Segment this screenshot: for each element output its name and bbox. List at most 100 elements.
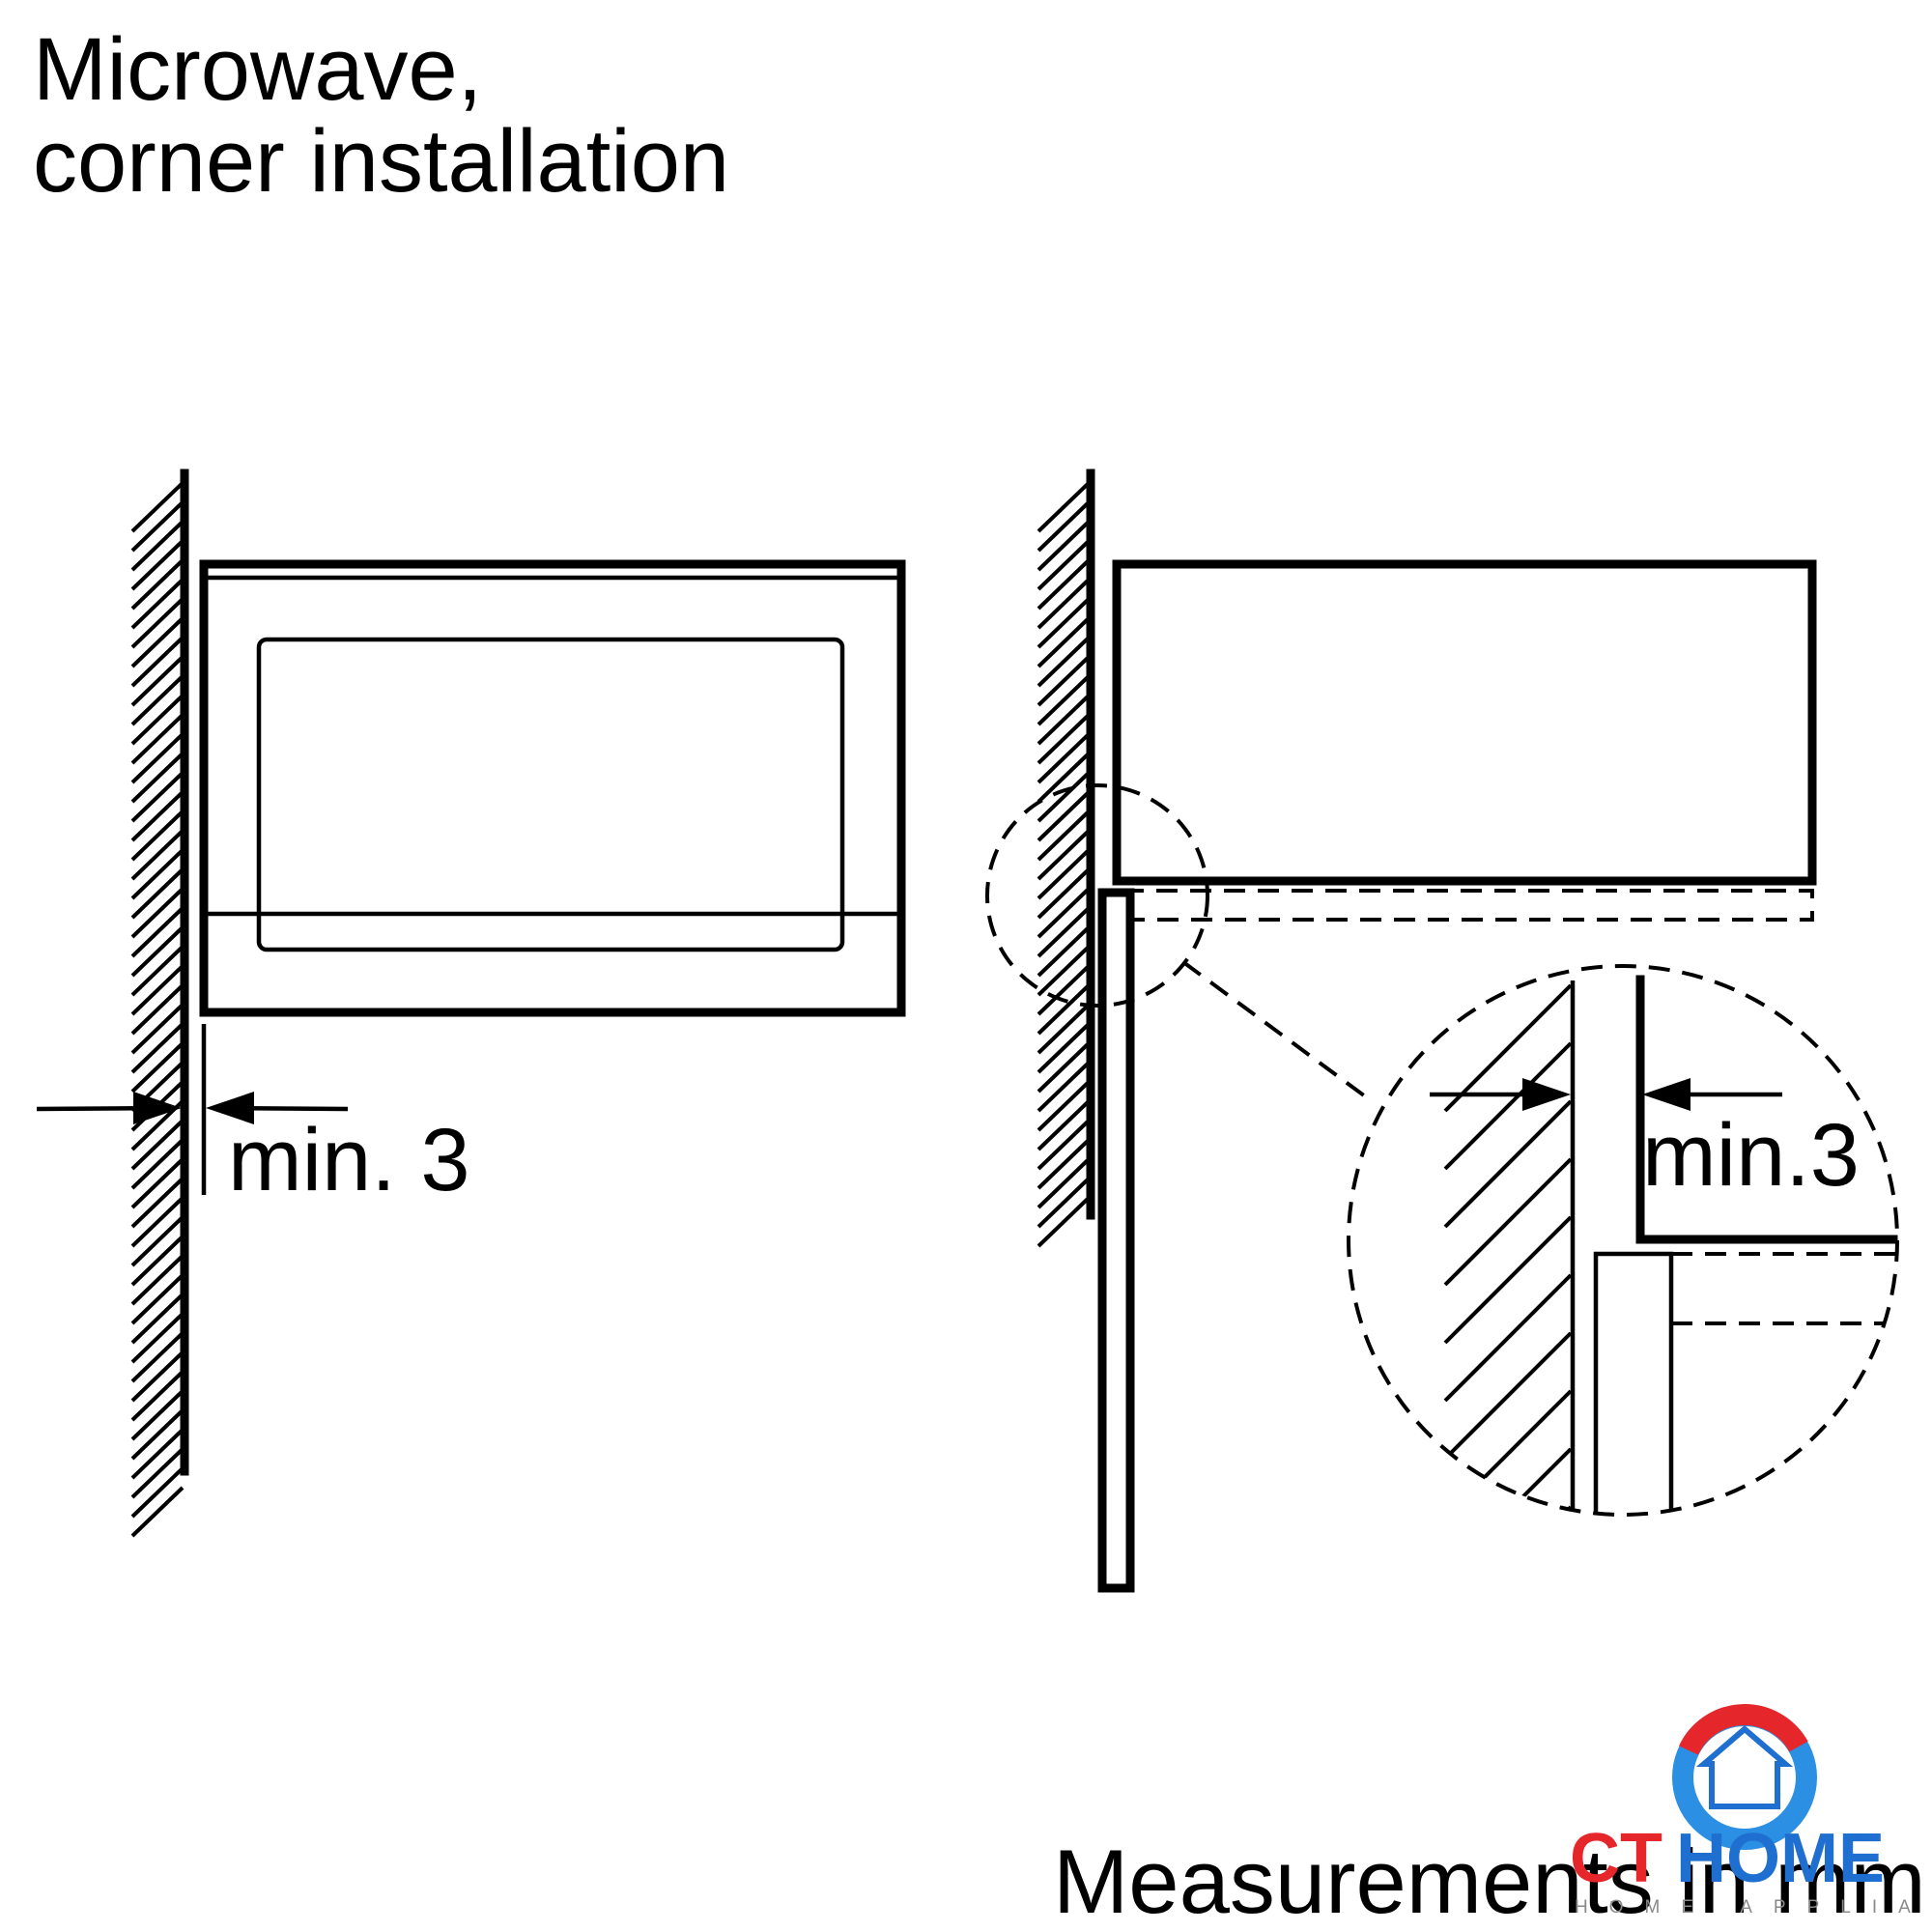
hatch-line: [130, 925, 185, 978]
detail-view: min.3: [1347, 964, 1899, 1517]
detail-wall-hatching: [1443, 983, 1573, 1515]
hatch-line: [1443, 1157, 1573, 1287]
hatch-line: [130, 771, 185, 823]
detail-leader-line: [1181, 960, 1374, 1103]
microwave-front-body: [199, 559, 906, 1017]
hatch-line: [130, 867, 185, 920]
hatch-line: [1037, 558, 1091, 611]
hatch-line: [130, 1408, 185, 1461]
hatch-line: [130, 1003, 185, 1055]
hatch-line: [1037, 848, 1091, 900]
hatch-line: [1037, 578, 1091, 630]
hatch-line: [1037, 520, 1091, 572]
hatch-line: [130, 752, 185, 804]
left-gap-label: min. 3: [228, 1111, 470, 1209]
side-wall-hatching: [1037, 481, 1091, 1248]
hatch-line: [130, 578, 185, 630]
hatch-line: [130, 597, 185, 649]
hatch-line: [130, 520, 185, 572]
hatch-line: [1037, 732, 1091, 784]
hatch-line: [130, 790, 185, 842]
hatch-line: [1443, 1099, 1573, 1229]
hatch-line: [130, 1215, 185, 1267]
microwave-front: [199, 559, 906, 1017]
hatch-line: [1037, 810, 1091, 862]
left-wall: [130, 469, 189, 1538]
hatch-line: [1037, 887, 1091, 939]
hatch-line: [130, 636, 185, 688]
hatch-line: [130, 1041, 185, 1094]
hatch-line: [130, 674, 185, 726]
hatch-line: [1037, 867, 1091, 920]
measurements-note: Measurements in mm: [1053, 1831, 1926, 1932]
cabinet-side-panel: [1097, 888, 1135, 1593]
hatch-line: [1037, 1119, 1091, 1171]
title-line-1: Microwave,: [33, 20, 482, 119]
hatch-line: [130, 1254, 185, 1306]
hatch-line: [130, 732, 185, 784]
left-wall-hatching: [130, 481, 185, 1538]
hatch-line: [130, 713, 185, 765]
hatch-line: [1037, 481, 1091, 533]
hatch-line: [130, 1119, 185, 1171]
hatch-line: [1037, 1157, 1091, 1209]
hatch-line: [130, 983, 185, 1036]
hatch-line: [1037, 674, 1091, 726]
hatch-line: [1037, 713, 1091, 765]
hatch-line: [130, 655, 185, 707]
hatch-line: [1037, 925, 1091, 978]
hatch-line: [130, 964, 185, 1016]
hatch-line: [130, 1022, 185, 1074]
hatch-line: [1037, 1099, 1091, 1151]
hatch-line: [1037, 983, 1091, 1036]
hatch-line: [1037, 1177, 1091, 1229]
hatch-line: [1037, 1061, 1091, 1113]
hatch-line: [130, 1293, 185, 1345]
side-wall: [1037, 469, 1095, 1248]
hatch-line: [1037, 1003, 1091, 1055]
hatch-line: [130, 1428, 185, 1480]
detail-right-arrow-head: [1642, 1078, 1690, 1111]
hatch-line: [1037, 500, 1091, 553]
hatch-line: [130, 1196, 185, 1248]
logo-brand-ct: CT: [1570, 1820, 1662, 1897]
hatch-line: [130, 1312, 185, 1364]
hatch-line: [1443, 1447, 1573, 1515]
title-line-2: corner installation: [33, 112, 729, 211]
hatch-line: [130, 810, 185, 862]
hatch-line: [130, 558, 185, 611]
hatch-line: [1443, 1041, 1573, 1171]
hatch-line: [1037, 1196, 1091, 1248]
hatch-line: [1037, 964, 1091, 1016]
left-gap-dimension: min. 3: [36, 1024, 470, 1209]
microwave-side-body: [1112, 559, 1817, 886]
hatch-line: [1037, 655, 1091, 707]
hatch-line: [1037, 597, 1091, 649]
microwave-door-window: [256, 637, 845, 952]
right-arrow-head: [206, 1092, 254, 1124]
hatch-line: [130, 1466, 185, 1519]
hatch-line: [130, 694, 185, 746]
hatch-line: [1037, 1080, 1091, 1132]
hatch-line: [1037, 539, 1091, 591]
hatch-line: [1443, 983, 1573, 1113]
hatch-line: [1037, 1022, 1091, 1074]
hatch-line: [1443, 1505, 1573, 1515]
hatch-line: [130, 1370, 185, 1422]
cabinet-floor-hidden: [1122, 889, 1814, 922]
hatch-line: [130, 1157, 185, 1209]
left-arrow-head: [133, 1092, 182, 1124]
hatch-line: [130, 1447, 185, 1499]
hatch-line: [130, 616, 185, 668]
hatch-line: [130, 1177, 185, 1229]
hatch-line: [130, 906, 185, 958]
detail-marker-circle: [985, 783, 1209, 1008]
hatch-line: [1037, 694, 1091, 746]
ct-home-watermark: CT HOME HOME APPLIANCES: [1570, 1704, 1932, 1918]
hatch-line: [1037, 829, 1091, 881]
logo-brand-home: HOME: [1676, 1820, 1885, 1897]
hatch-line: [130, 848, 185, 900]
detail-left-arrow-head: [1522, 1078, 1571, 1111]
